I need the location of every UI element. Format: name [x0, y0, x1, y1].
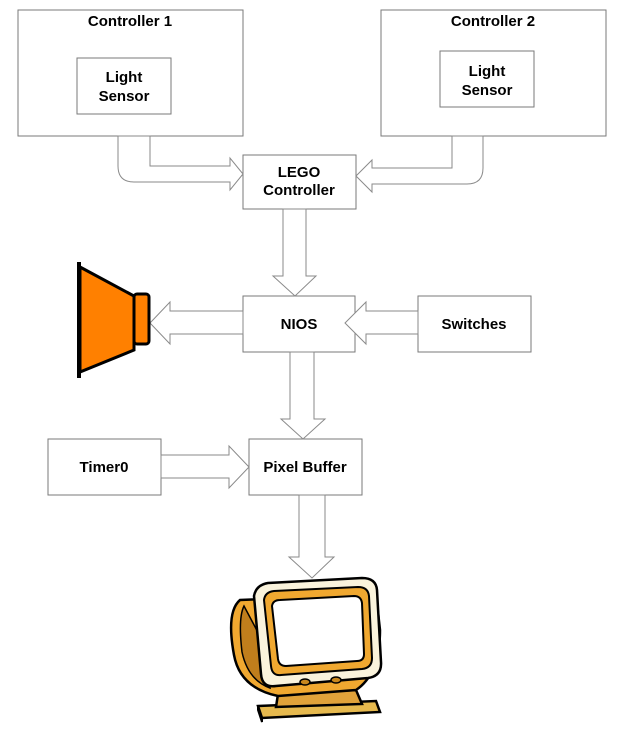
arrow-pixel-buffer-to-monitor [287, 494, 336, 579]
controller-1-title: Controller 1 [88, 13, 172, 30]
lego-controller-line1: LEGO [278, 164, 321, 181]
arrow-nios-to-speaker [149, 300, 244, 346]
controller-2-block: Controller 2 Light Sensor [380, 9, 607, 137]
lego-controller-line2: Controller [263, 182, 335, 199]
arrow-switches-to-nios [344, 300, 419, 346]
timer0-block: Timer0 [47, 438, 162, 496]
speaker-icon [77, 262, 151, 378]
arrow-controller1-to-lego [117, 135, 244, 192]
pixel-buffer-block: Pixel Buffer [248, 438, 363, 496]
speaker-magnet [132, 292, 151, 346]
nios-label: NIOS [281, 316, 318, 333]
controller-2-sensor-line1: Light [469, 63, 506, 80]
controller-1-sensor-line1: Light [106, 69, 143, 86]
monitor-icon [229, 576, 383, 723]
nios-block: NIOS [242, 295, 356, 353]
arrow-nios-to-pixel-buffer [279, 351, 327, 440]
arrow-controller2-to-lego [355, 135, 484, 194]
switches-block: Switches [417, 295, 532, 353]
switches-label: Switches [441, 316, 506, 333]
lego-controller-block: LEGO Controller [242, 154, 357, 210]
controller-1-sensor-line2: Sensor [99, 88, 150, 105]
arrow-lego-to-nios [271, 208, 318, 297]
timer0-label: Timer0 [80, 459, 129, 476]
controller-2-sensor-line2: Sensor [462, 82, 513, 99]
controller-2-title: Controller 2 [451, 13, 535, 30]
pixel-buffer-label: Pixel Buffer [263, 459, 347, 476]
speaker-cone [78, 264, 136, 375]
arrow-timer0-to-pixel-buffer [160, 444, 250, 490]
controller-1-block: Controller 1 Light Sensor [17, 9, 244, 137]
